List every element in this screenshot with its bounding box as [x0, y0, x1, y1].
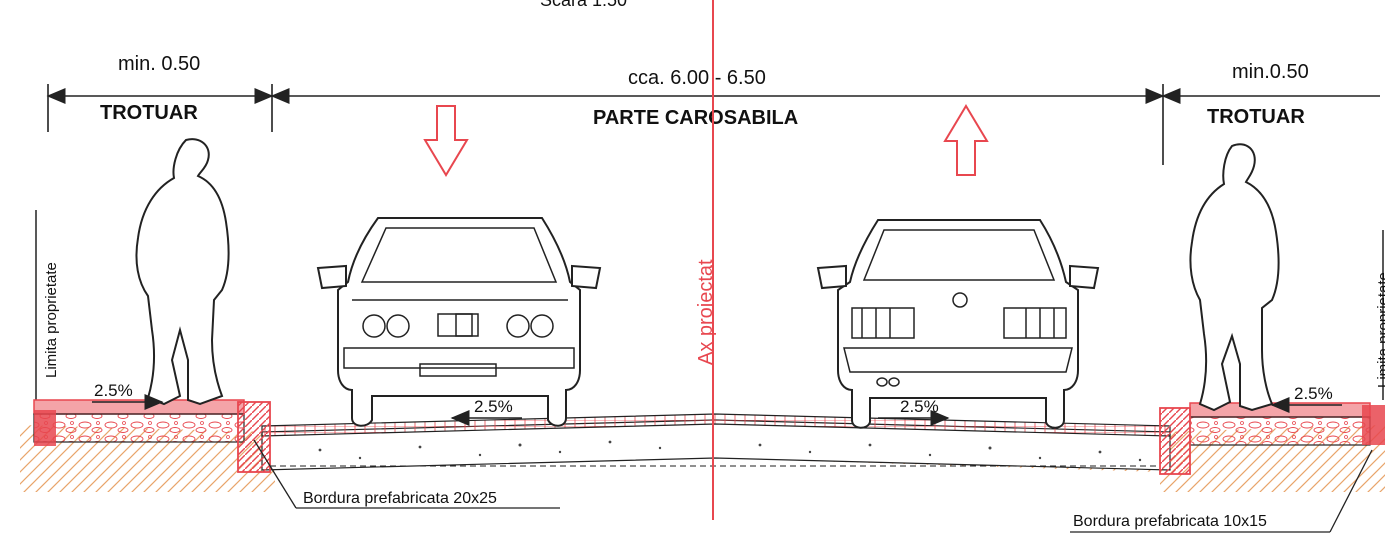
callout-leaders [253, 439, 1373, 533]
traffic-direction-down-arrow [423, 105, 469, 177]
dim-roadway: cca. 6.00 - 6.50 [628, 67, 766, 89]
dim-right-sidewalk: min.0.50 [1232, 61, 1309, 83]
property-limit-label-left: Limita proprietate [43, 262, 60, 378]
zone-label-left-sidewalk: TROTUAR [100, 102, 198, 124]
slope-label-right-lane: 2.5% [900, 397, 939, 416]
slope-label-right-sidewalk: 2.5% [1294, 384, 1333, 403]
car-rear-view [816, 219, 1100, 429]
left-curb [237, 401, 271, 473]
callout-right-curb: Bordura prefabricata 10x15 [1073, 513, 1267, 530]
slope-label-left-sidewalk: 2.5% [94, 381, 133, 400]
slope-markers [92, 394, 1342, 426]
dimension-lines [46, 84, 1380, 165]
property-limit-label-right: Limita proprietate [1375, 272, 1385, 388]
car-front-view [316, 217, 602, 427]
slope-label-left-lane: 2.5% [474, 397, 513, 416]
right-curb [1159, 407, 1191, 475]
callout-left-curb: Bordura prefabricata 20x25 [303, 490, 497, 507]
pedestrian-right-icon [1189, 143, 1280, 412]
traffic-direction-up-arrow [943, 104, 989, 176]
project-axis-label: Ax proiectat [695, 259, 717, 365]
zone-label-right-sidewalk: TROTUAR [1207, 106, 1305, 128]
dim-left-sidewalk: min. 0.50 [118, 53, 200, 75]
zone-label-roadway: PARTE CAROSABILA [593, 107, 798, 129]
right-sidewalk [1189, 402, 1385, 446]
pedestrian-left-icon [135, 138, 230, 406]
left-sidewalk [33, 399, 245, 446]
scale-label: Scara 1:50 [540, 0, 627, 10]
